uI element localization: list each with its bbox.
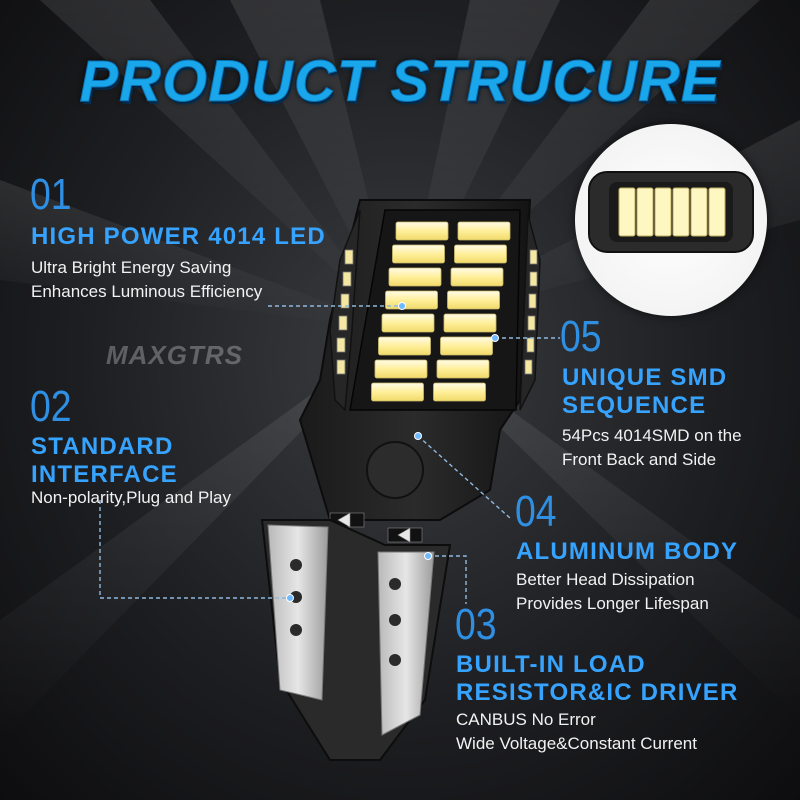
feature-heading-unique-smd: UNIQUE SMD — [562, 364, 728, 391]
feature-description-line: Ultra Bright Energy Saving — [31, 258, 232, 277]
feature-number-03: 03 — [455, 600, 497, 649]
feature-heading-high-power: HIGH POWER 4014 LED — [31, 223, 326, 250]
feature-number-05: 05 — [560, 312, 602, 361]
feature-heading-standard-interface: INTERFACE — [31, 461, 178, 488]
feature-heading-unique-smd: SEQUENCE — [562, 392, 707, 419]
feature-description-line: CANBUS No Error — [456, 710, 596, 729]
page-title: PRODUCT STRUCURE — [79, 49, 721, 115]
feature-heading-aluminum-body: ALUMINUM BODY — [516, 538, 739, 565]
led-chip — [378, 336, 431, 356]
feature-number-01: 01 — [30, 170, 72, 219]
feature-description-line: Enhances Luminous Efficiency — [31, 282, 263, 301]
brand-watermark: MAXGTRS — [106, 340, 243, 370]
led-chip — [388, 267, 442, 287]
feature-description-line: Non-polarity,Plug and Play — [31, 488, 232, 507]
led-chip — [392, 244, 445, 264]
feature-number-04: 04 — [515, 487, 557, 536]
smd-closeup-icon — [588, 171, 754, 253]
smd-closeup-inset — [575, 124, 767, 316]
feature-description-line: Front Back and Side — [562, 450, 717, 469]
led-chip — [374, 359, 428, 379]
led-chip — [457, 221, 511, 241]
feature-description-line: 54Pcs 4014SMD on the — [562, 426, 742, 445]
led-chip — [436, 359, 490, 379]
feature-description-line: Provides Longer Lifespan — [516, 594, 709, 613]
feature-heading-built-in-load: BUILT-IN LOAD — [456, 651, 646, 678]
feature-heading-standard-interface: STANDARD — [31, 433, 174, 460]
feature-number-02: 02 — [30, 382, 72, 431]
led-chip — [385, 290, 438, 310]
feature-heading-built-in-load: RESISTOR&IC DRIVER — [456, 679, 739, 706]
led-chip — [381, 313, 435, 333]
feature-description-line: Wide Voltage&Constant Current — [456, 734, 697, 753]
led-chip — [443, 313, 497, 333]
led-chip — [454, 244, 507, 264]
led-chip — [440, 336, 493, 356]
led-chip — [433, 382, 486, 402]
led-chip — [371, 382, 424, 402]
led-chip — [395, 221, 449, 241]
led-chip — [447, 290, 500, 310]
feature-description-line: Better Head Dissipation — [516, 570, 695, 589]
led-chip — [450, 267, 504, 287]
